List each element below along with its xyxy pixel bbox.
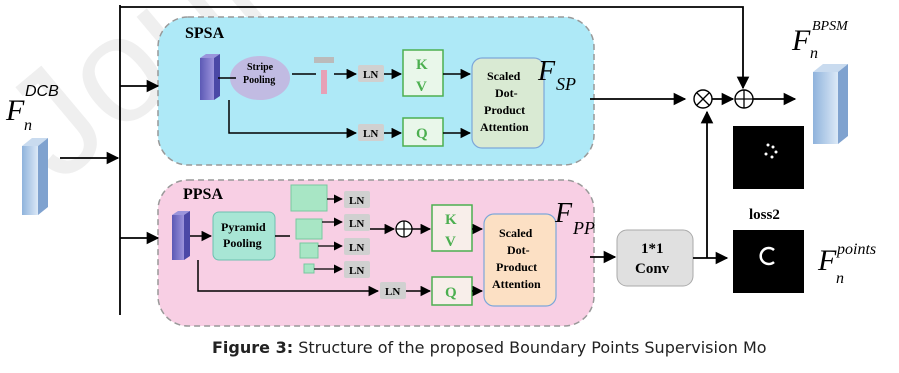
svg-text:1*1: 1*1 bbox=[641, 241, 664, 257]
svg-text:F: F bbox=[5, 94, 25, 127]
f-points-label: F points n bbox=[817, 241, 876, 287]
f-dcb-label: F DCB n bbox=[5, 83, 59, 134]
svg-text:V: V bbox=[445, 234, 456, 250]
stripe-pooling-label: Stripe Pooling bbox=[243, 62, 275, 86]
svg-text:Attention: Attention bbox=[492, 277, 541, 291]
svg-text:F: F bbox=[554, 198, 573, 229]
svg-text:SP: SP bbox=[556, 74, 576, 94]
svg-text:Stripe: Stripe bbox=[247, 62, 274, 73]
svg-text:LN: LN bbox=[349, 242, 364, 254]
q-box-pp bbox=[431, 276, 473, 306]
svg-text:Pooling: Pooling bbox=[223, 236, 262, 250]
input-feature-slab bbox=[22, 138, 48, 215]
svg-text:LN: LN bbox=[349, 218, 364, 230]
pyramid-pooling-label: Pyramid Pooling bbox=[221, 220, 266, 250]
points-arc bbox=[759, 246, 775, 266]
stripe-h bbox=[314, 57, 334, 63]
svg-text:LN: LN bbox=[385, 286, 400, 298]
svg-text:K: K bbox=[445, 212, 457, 228]
svg-text:Product: Product bbox=[484, 103, 525, 117]
figure-caption: Figure 3: Structure of the proposed Boun… bbox=[212, 338, 767, 357]
attention-box-pp bbox=[483, 213, 557, 307]
svg-text:LN: LN bbox=[349, 265, 364, 277]
kv-box-pp bbox=[431, 204, 473, 252]
svg-text:F: F bbox=[791, 24, 811, 57]
svg-text:points: points bbox=[836, 241, 876, 258]
kv-box-sp bbox=[402, 49, 444, 97]
svg-text:Attention: Attention bbox=[480, 120, 529, 134]
attention-label-pp: Scaled Dot- Product Attention bbox=[492, 226, 541, 291]
boundary-dots bbox=[764, 143, 778, 159]
q-box-sp bbox=[402, 117, 444, 147]
spsa-title: SPSA bbox=[185, 25, 225, 42]
multiply-node bbox=[693, 89, 713, 109]
caption-label: Figure 3: bbox=[212, 338, 294, 357]
caption-text: Structure of the proposed Boundary Point… bbox=[293, 338, 767, 357]
ln-box-sp-q bbox=[358, 124, 384, 141]
svg-text:PP: PP bbox=[572, 218, 595, 238]
f-bpsm-label: F BPSM n bbox=[791, 19, 849, 62]
conv-box bbox=[616, 229, 694, 287]
ppsa-input-slab bbox=[172, 211, 190, 260]
svg-text:Conv: Conv bbox=[635, 261, 670, 277]
ln-stack-pp: LN LN LN LN bbox=[344, 191, 370, 278]
svg-text:Scaled: Scaled bbox=[499, 226, 533, 240]
svg-text:n: n bbox=[24, 117, 32, 134]
svg-text:Dot-: Dot- bbox=[507, 243, 530, 257]
output-feature-slab bbox=[813, 64, 848, 144]
svg-text:Product: Product bbox=[496, 260, 537, 274]
svg-text:Q: Q bbox=[445, 285, 457, 301]
add-node bbox=[734, 89, 754, 109]
boundary-points-thumbnail bbox=[733, 126, 804, 189]
ln-box-pp-q bbox=[380, 282, 406, 299]
svg-text:DCB: DCB bbox=[25, 83, 59, 100]
svg-text:F: F bbox=[537, 56, 556, 87]
pyramid-level-2 bbox=[295, 218, 323, 240]
spsa-input-slab bbox=[200, 54, 220, 100]
svg-text:Scaled: Scaled bbox=[487, 69, 521, 83]
f-sp-label: F SP bbox=[537, 56, 576, 94]
ln-box-sp-kv bbox=[358, 65, 384, 82]
stripe-pooling-blob bbox=[230, 56, 290, 100]
svg-text:LN: LN bbox=[363, 69, 378, 81]
attention-box-sp bbox=[471, 57, 545, 149]
svg-text:Dot-: Dot- bbox=[495, 86, 518, 100]
svg-text:K: K bbox=[416, 57, 428, 73]
stripe-v bbox=[321, 70, 327, 94]
svg-text:LN: LN bbox=[363, 128, 378, 140]
pyramid-level-1 bbox=[290, 184, 328, 212]
f-pp-label: F PP bbox=[554, 198, 595, 238]
svg-text:V: V bbox=[416, 79, 427, 95]
pyramid-level-3 bbox=[299, 242, 319, 259]
svg-text:F: F bbox=[817, 244, 837, 277]
ppsa-title: PPSA bbox=[183, 186, 223, 203]
svg-text:n: n bbox=[810, 45, 818, 62]
loss-label: loss2 bbox=[749, 207, 780, 223]
svg-text:n: n bbox=[836, 270, 844, 287]
points-thumbnail bbox=[733, 230, 804, 293]
pyramid-level-4 bbox=[303, 263, 315, 274]
attention-label-sp: Scaled Dot- Product Attention bbox=[480, 69, 529, 134]
svg-text:Pooling: Pooling bbox=[243, 75, 275, 86]
conv-label: 1*1 Conv bbox=[635, 241, 670, 277]
svg-text:LN: LN bbox=[349, 195, 364, 207]
sum-node-pp bbox=[395, 220, 413, 238]
svg-text:Q: Q bbox=[416, 126, 428, 142]
svg-text:Pyramid: Pyramid bbox=[221, 220, 266, 234]
svg-text:BPSM: BPSM bbox=[812, 19, 849, 34]
